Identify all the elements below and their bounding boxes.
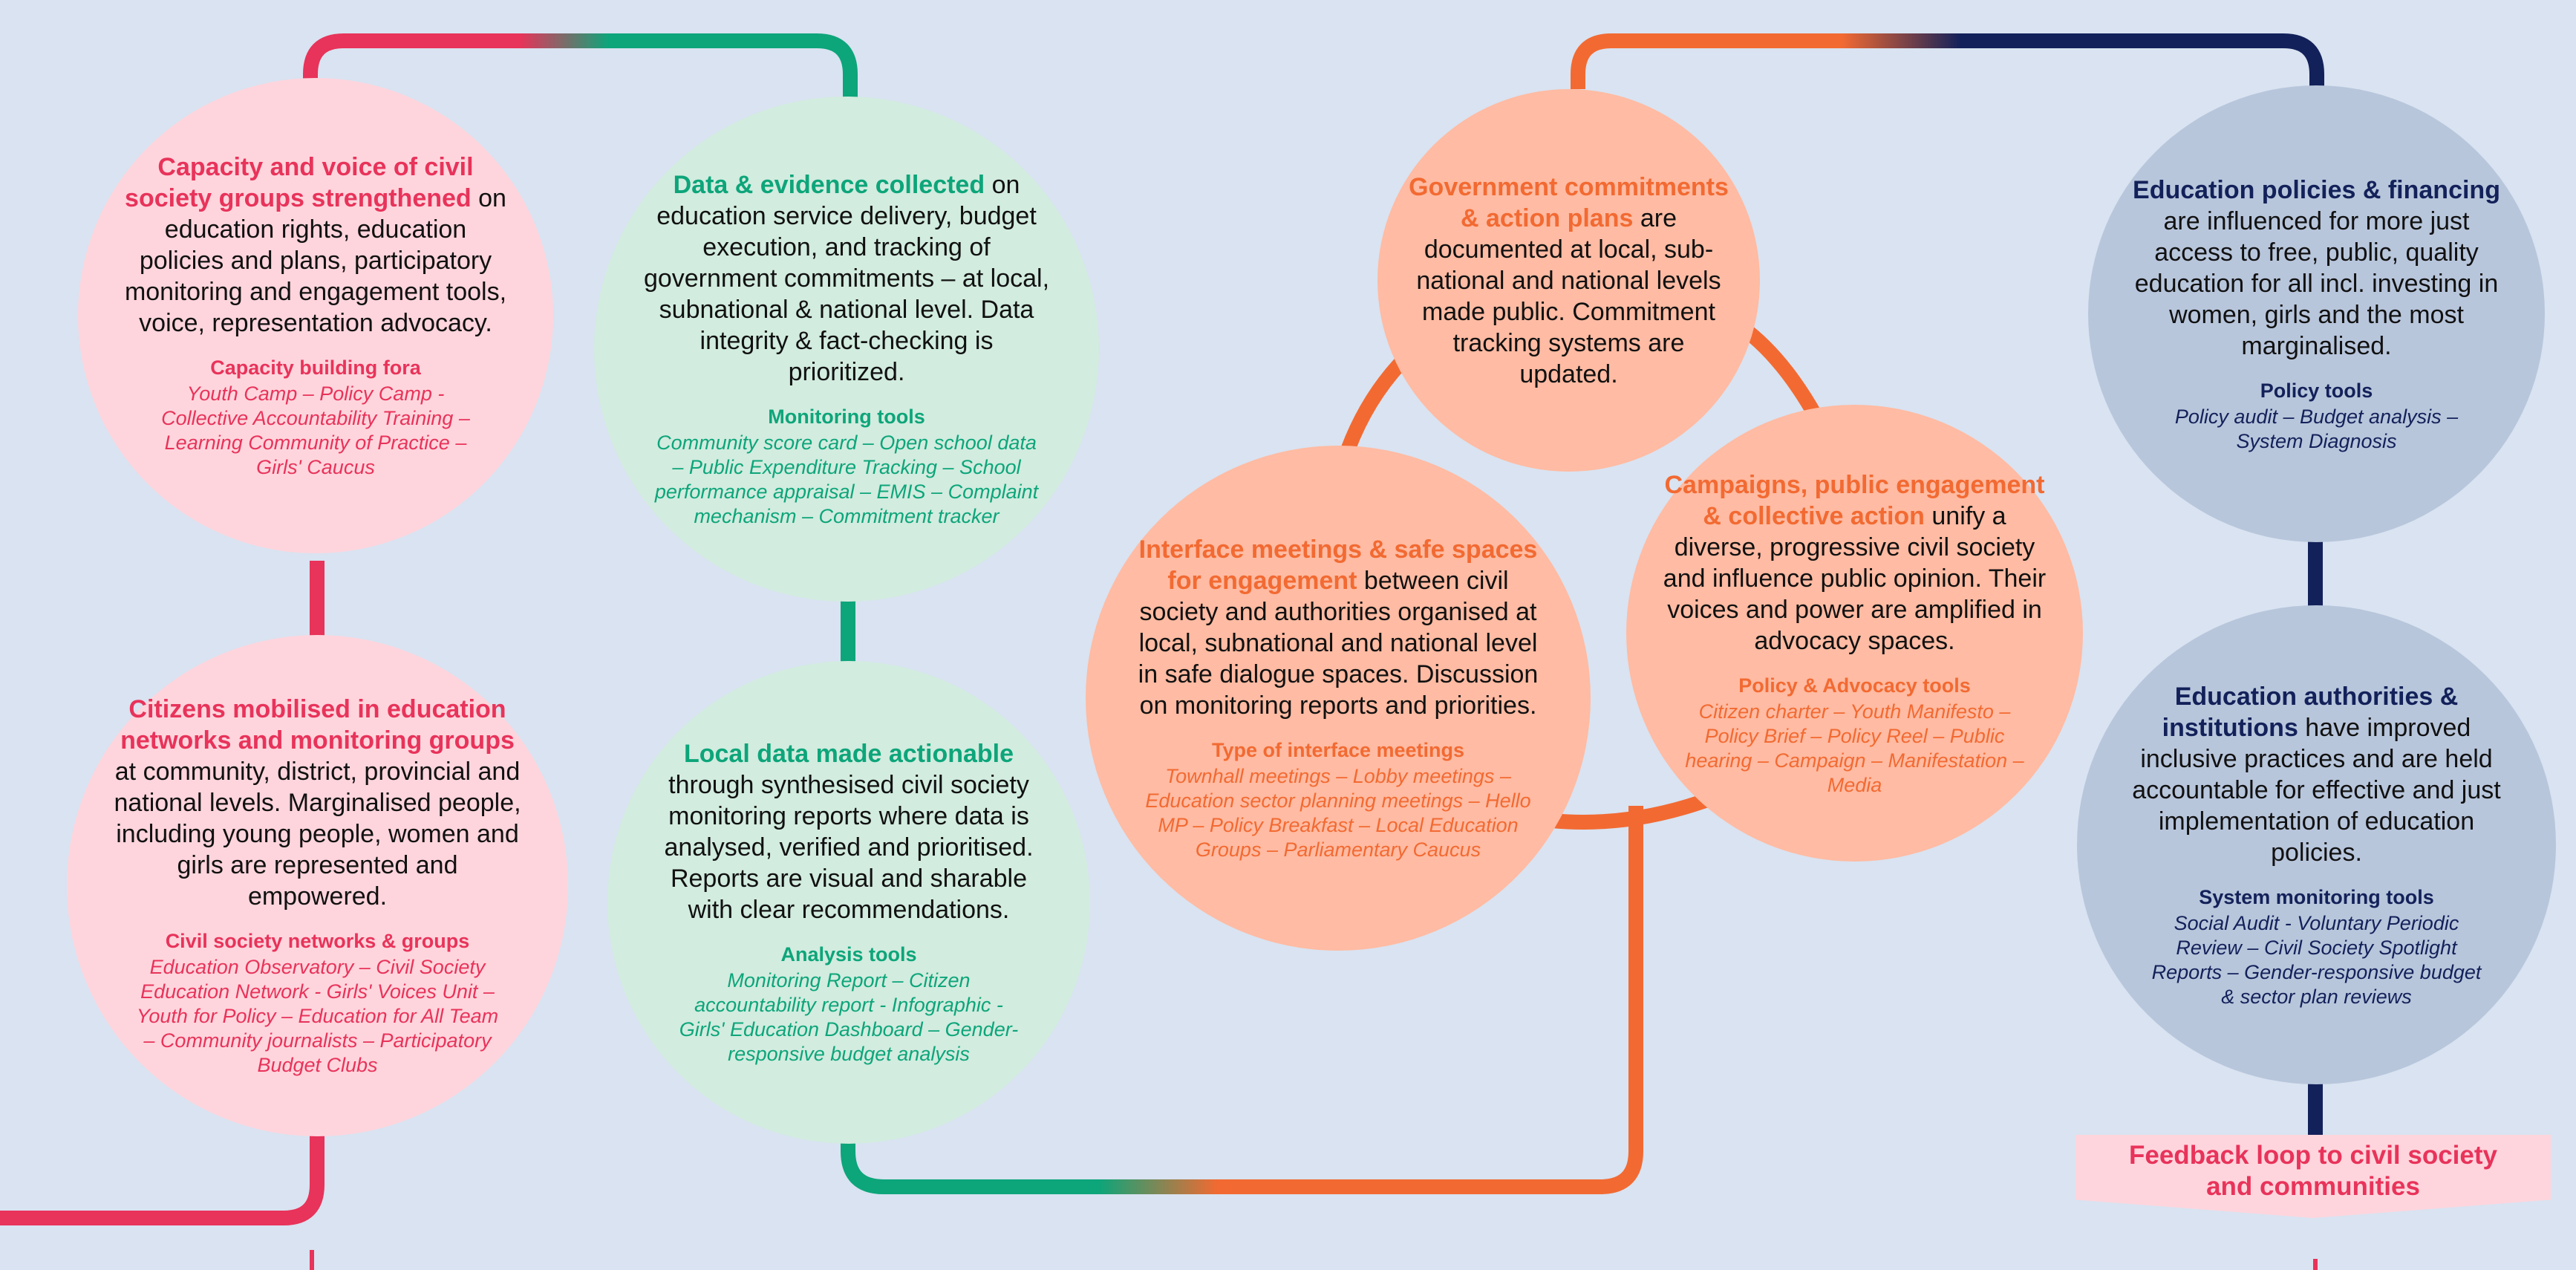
capacity-circle: Capacity and voice of civil society grou…	[78, 78, 553, 553]
local-data-tools: Monitoring Report – Citizen accountabili…	[679, 969, 1019, 1065]
capacity-tools: Youth Camp – Policy Camp - Collective Ac…	[161, 382, 470, 478]
campaigns-circle: Campaigns, public engagement & collectiv…	[1626, 405, 2083, 862]
campaigns-heading: Campaigns, public engagement & collectiv…	[1664, 470, 2045, 530]
data-collected-circle: Data & evidence collected on education s…	[594, 97, 1099, 602]
capacity-text: on education rights, education policies …	[124, 184, 507, 337]
policies-tools: Policy audit – Budget analysis – System …	[2174, 405, 2459, 452]
capacity-description: Capacity and voice of civil society grou…	[123, 152, 509, 339]
connector-citizens-exit	[0, 1129, 325, 1225]
campaigns-tools: Citizen charter – Youth Manifesto – Poli…	[1685, 700, 2024, 796]
authorities-tools: Social Audit - Voluntary Periodic Review…	[2151, 911, 2482, 1008]
local-data-description: Local data made actionable through synth…	[652, 738, 1046, 925]
interface-heading: Interface meetings & safe spaces for eng…	[1138, 535, 1538, 595]
connector-government-to-policies	[1571, 33, 2324, 97]
data-collected-description: Data & evidence collected on education s…	[639, 169, 1054, 388]
authorities-text: have improved inclusive practices and ar…	[2132, 713, 2501, 867]
government-circle: Government commitments & action plans ar…	[1377, 89, 1760, 472]
connector-capacity-to-data	[303, 33, 858, 119]
policies-heading: Education policies & financing	[2133, 175, 2500, 204]
capacity-tools-title: Capacity building fora	[210, 356, 421, 379]
citizens-tools: Education Observatory – Civil Society Ed…	[136, 956, 499, 1076]
campaigns-tools-title: Policy & Advocacy tools	[1738, 674, 1971, 697]
data-collected-text: on education service delivery, budget ex…	[643, 171, 1050, 386]
feedback-label: Feedback loop to civil society and commu…	[2129, 1141, 2497, 1201]
citizens-tools-title: Civil society networks & groups	[165, 930, 470, 952]
authorities-circle: Education authorities & institutions hav…	[2077, 605, 2556, 1084]
policies-circle: Education policies & financing are influ…	[2088, 85, 2545, 542]
local-data-text: through synthesised civil society monito…	[664, 771, 1034, 924]
data-collected-tools-title: Monitoring tools	[768, 406, 925, 428]
data-collected-tools: Community score card – Open school data …	[654, 432, 1039, 527]
feedback-box: Feedback loop to civil society and commu…	[2076, 1135, 2551, 1218]
local-data-heading: Local data made actionable	[683, 740, 1014, 768]
local-data-tools-title: Analysis tools	[780, 943, 917, 965]
interface-text: between civil society and authorities or…	[1138, 567, 1539, 720]
government-text: are documented at local, sub-national an…	[1416, 203, 1721, 388]
interface-circle: Interface meetings & safe spaces for eng…	[1086, 446, 1591, 951]
capacity-heading: Capacity and voice of civil society grou…	[125, 153, 474, 212]
citizens-heading: Citizens mobilised in education networks…	[120, 695, 515, 755]
authorities-tools-title: System monitoring tools	[2199, 885, 2434, 908]
authorities-description: Education authorities & institutions hav…	[2122, 681, 2511, 868]
citizens-circle: Citizens mobilised in education networks…	[67, 635, 568, 1136]
interface-description: Interface meetings & safe spaces for eng…	[1130, 534, 1546, 721]
policies-tools-title: Policy tools	[2260, 379, 2373, 402]
interface-tools: Townhall meetings – Lobby meetings – Edu…	[1145, 765, 1531, 861]
connector-local-to-interface	[841, 806, 1643, 1194]
campaigns-description: Campaigns, public engagement & collectiv…	[1656, 469, 2053, 657]
authorities-heading: Education authorities & institutions	[2162, 682, 2459, 742]
local-data-circle: Local data made actionable through synth…	[607, 661, 1090, 1144]
campaigns-text: unify a diverse, progressive civil socie…	[1663, 501, 2047, 655]
data-collected-heading: Data & evidence collected	[673, 171, 985, 199]
interface-tools-title: Type of interface meetings	[1211, 739, 1465, 761]
government-description: Government commitments & action plans ar…	[1407, 172, 1730, 390]
citizens-text: at community, district, provincial and n…	[114, 758, 521, 911]
connector-triangle-bottom	[1551, 791, 1715, 830]
government-heading: Government commitments & action plans	[1409, 172, 1729, 232]
policies-text: are influenced for more just access to f…	[2134, 206, 2499, 360]
citizens-description: Citizens mobilised in education networks…	[111, 694, 524, 912]
policies-description: Education policies & financing are influ…	[2133, 175, 2500, 362]
connector-triangle-right	[1737, 320, 1822, 420]
